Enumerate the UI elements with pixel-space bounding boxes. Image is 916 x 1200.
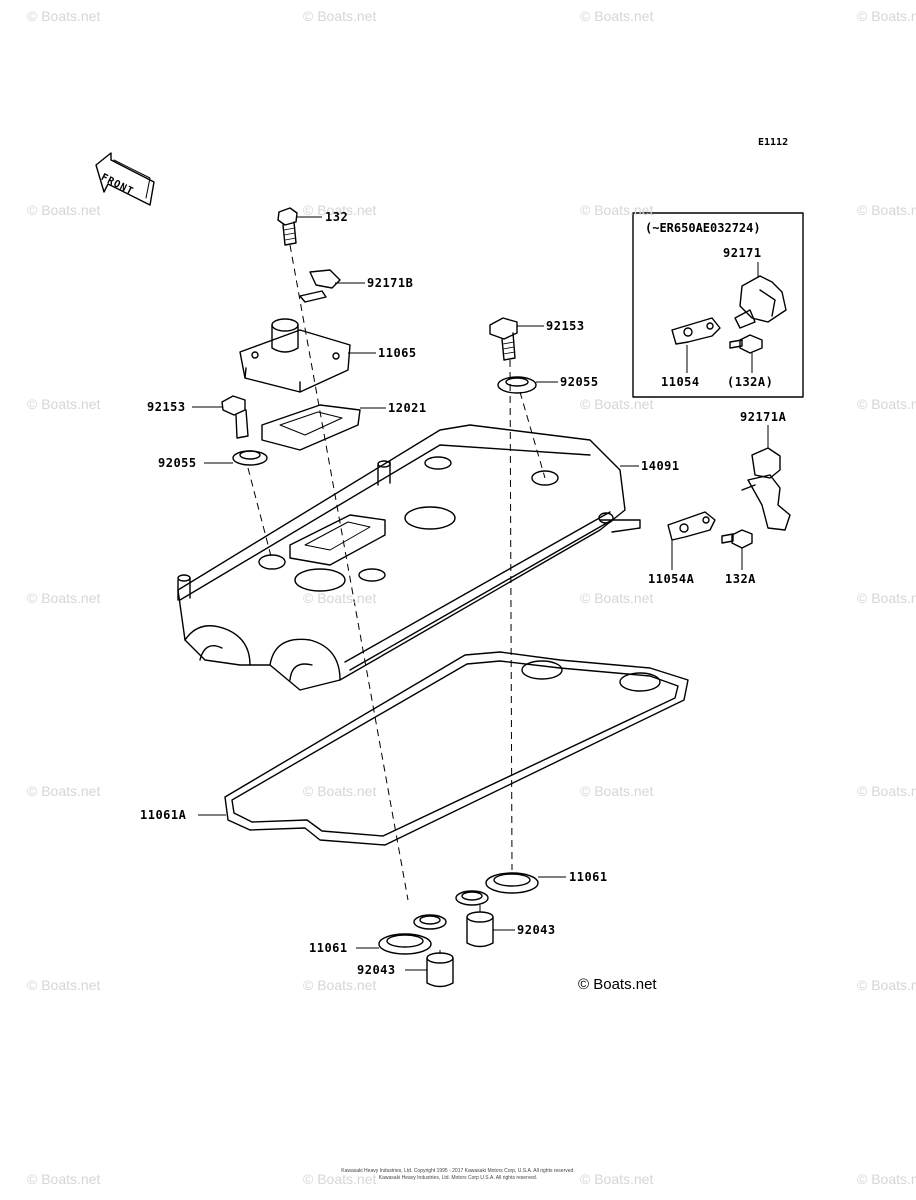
bolt-92153-left-part [221,395,249,439]
watermark: © Boats.net [857,8,916,24]
clamp-92171-part [734,275,787,329]
bracket-11054-part [671,317,721,345]
part-label-92055-left: 92055 [158,456,197,470]
bolt-132-part [277,207,298,246]
washer-92055-right-part [497,376,537,394]
bolt-92153-right-part [489,317,518,361]
watermark: © Boats.net [857,783,916,799]
part-label-12021: 12021 [388,401,427,415]
part-label-inset-92171: 92171 [723,246,762,260]
watermark: © Boats.net [580,396,654,412]
dowel-92043-left-part [426,952,454,988]
watermark: © Boats.net [580,783,654,799]
part-label-92153-left: 92153 [147,400,186,414]
inset-box [632,212,804,398]
copyright-mark: © Boats.net [578,976,657,993]
part-label-92171b: 92171B [367,276,414,290]
plate-12021-part [261,404,361,451]
bolt-132a-part [721,529,753,549]
front-arrow-icon [95,152,155,206]
footer-line-1: Kawasaki Heavy Industries, Ltd. Copyrigh… [341,1168,575,1174]
leader-lines [192,216,769,971]
part-label-92171a: 92171A [740,410,787,424]
part-label-11065: 11065 [378,346,417,360]
watermark: © Boats.net [580,590,654,606]
watermark: © Boats.net [857,1171,916,1187]
part-label-11061-right: 11061 [569,870,608,884]
watermark: © Boats.net [27,8,101,24]
part-label-92043-right: 92043 [517,923,556,937]
part-label-92055-right: 92055 [560,375,599,389]
part-label-92153-right: 92153 [546,319,585,333]
watermark: © Boats.net [27,977,101,993]
watermark: © Boats.net [303,202,377,218]
part-label-132a: 132A [725,572,756,586]
clamp-92171b-part [299,269,341,303]
gasket-11061a-part [224,651,689,846]
watermark: © Boats.net [303,590,377,606]
watermark: © Boats.net [27,396,101,412]
dowel-92043-right-part [466,911,494,948]
watermark: © Boats.net [303,1171,377,1187]
breather-cover-11065-part [239,318,351,393]
watermark: © Boats.net [303,8,377,24]
part-label-92043-left: 92043 [357,963,396,977]
seal-11061-left-part [378,914,447,955]
part-label-inset-11054: 11054 [661,375,700,389]
seal-11061-right-part [455,872,539,906]
part-label-11061a: 11061A [140,808,187,822]
watermark: © Boats.net [303,977,377,993]
watermark: © Boats.net [27,590,101,606]
watermark: © Boats.net [857,202,916,218]
watermark: © Boats.net [857,396,916,412]
watermark: © Boats.net [27,202,101,218]
washer-92055-left-part [232,450,268,466]
watermark: © Boats.net [857,590,916,606]
watermark: © Boats.net [580,8,654,24]
watermark: © Boats.net [27,783,101,799]
diagram-code: E1112 [758,137,789,148]
watermark: © Boats.net [580,1171,654,1187]
watermark: © Boats.net [27,1171,101,1187]
part-label-11054a: 11054A [648,572,695,586]
part-label-132: 132 [325,210,349,224]
head-cover-14091-part [177,424,641,691]
part-label-11061-left: 11061 [309,941,348,955]
bolt-132a-inset-part [729,334,763,354]
inset-title: (~ER650AE032724) [645,221,761,235]
clamp-92171a-part [741,447,791,531]
watermark: © Boats.net [303,783,377,799]
part-label-inset-132a: (132A) [727,375,774,389]
bracket-11054a-part [667,511,716,541]
part-label-14091: 14091 [641,459,680,473]
footer-line-2: Kawasaki Heavy Industries, Ltd. Motors C… [378,1175,538,1181]
alignment-lines [247,244,546,954]
watermark: © Boats.net [580,202,654,218]
watermark: © Boats.net [857,977,916,993]
